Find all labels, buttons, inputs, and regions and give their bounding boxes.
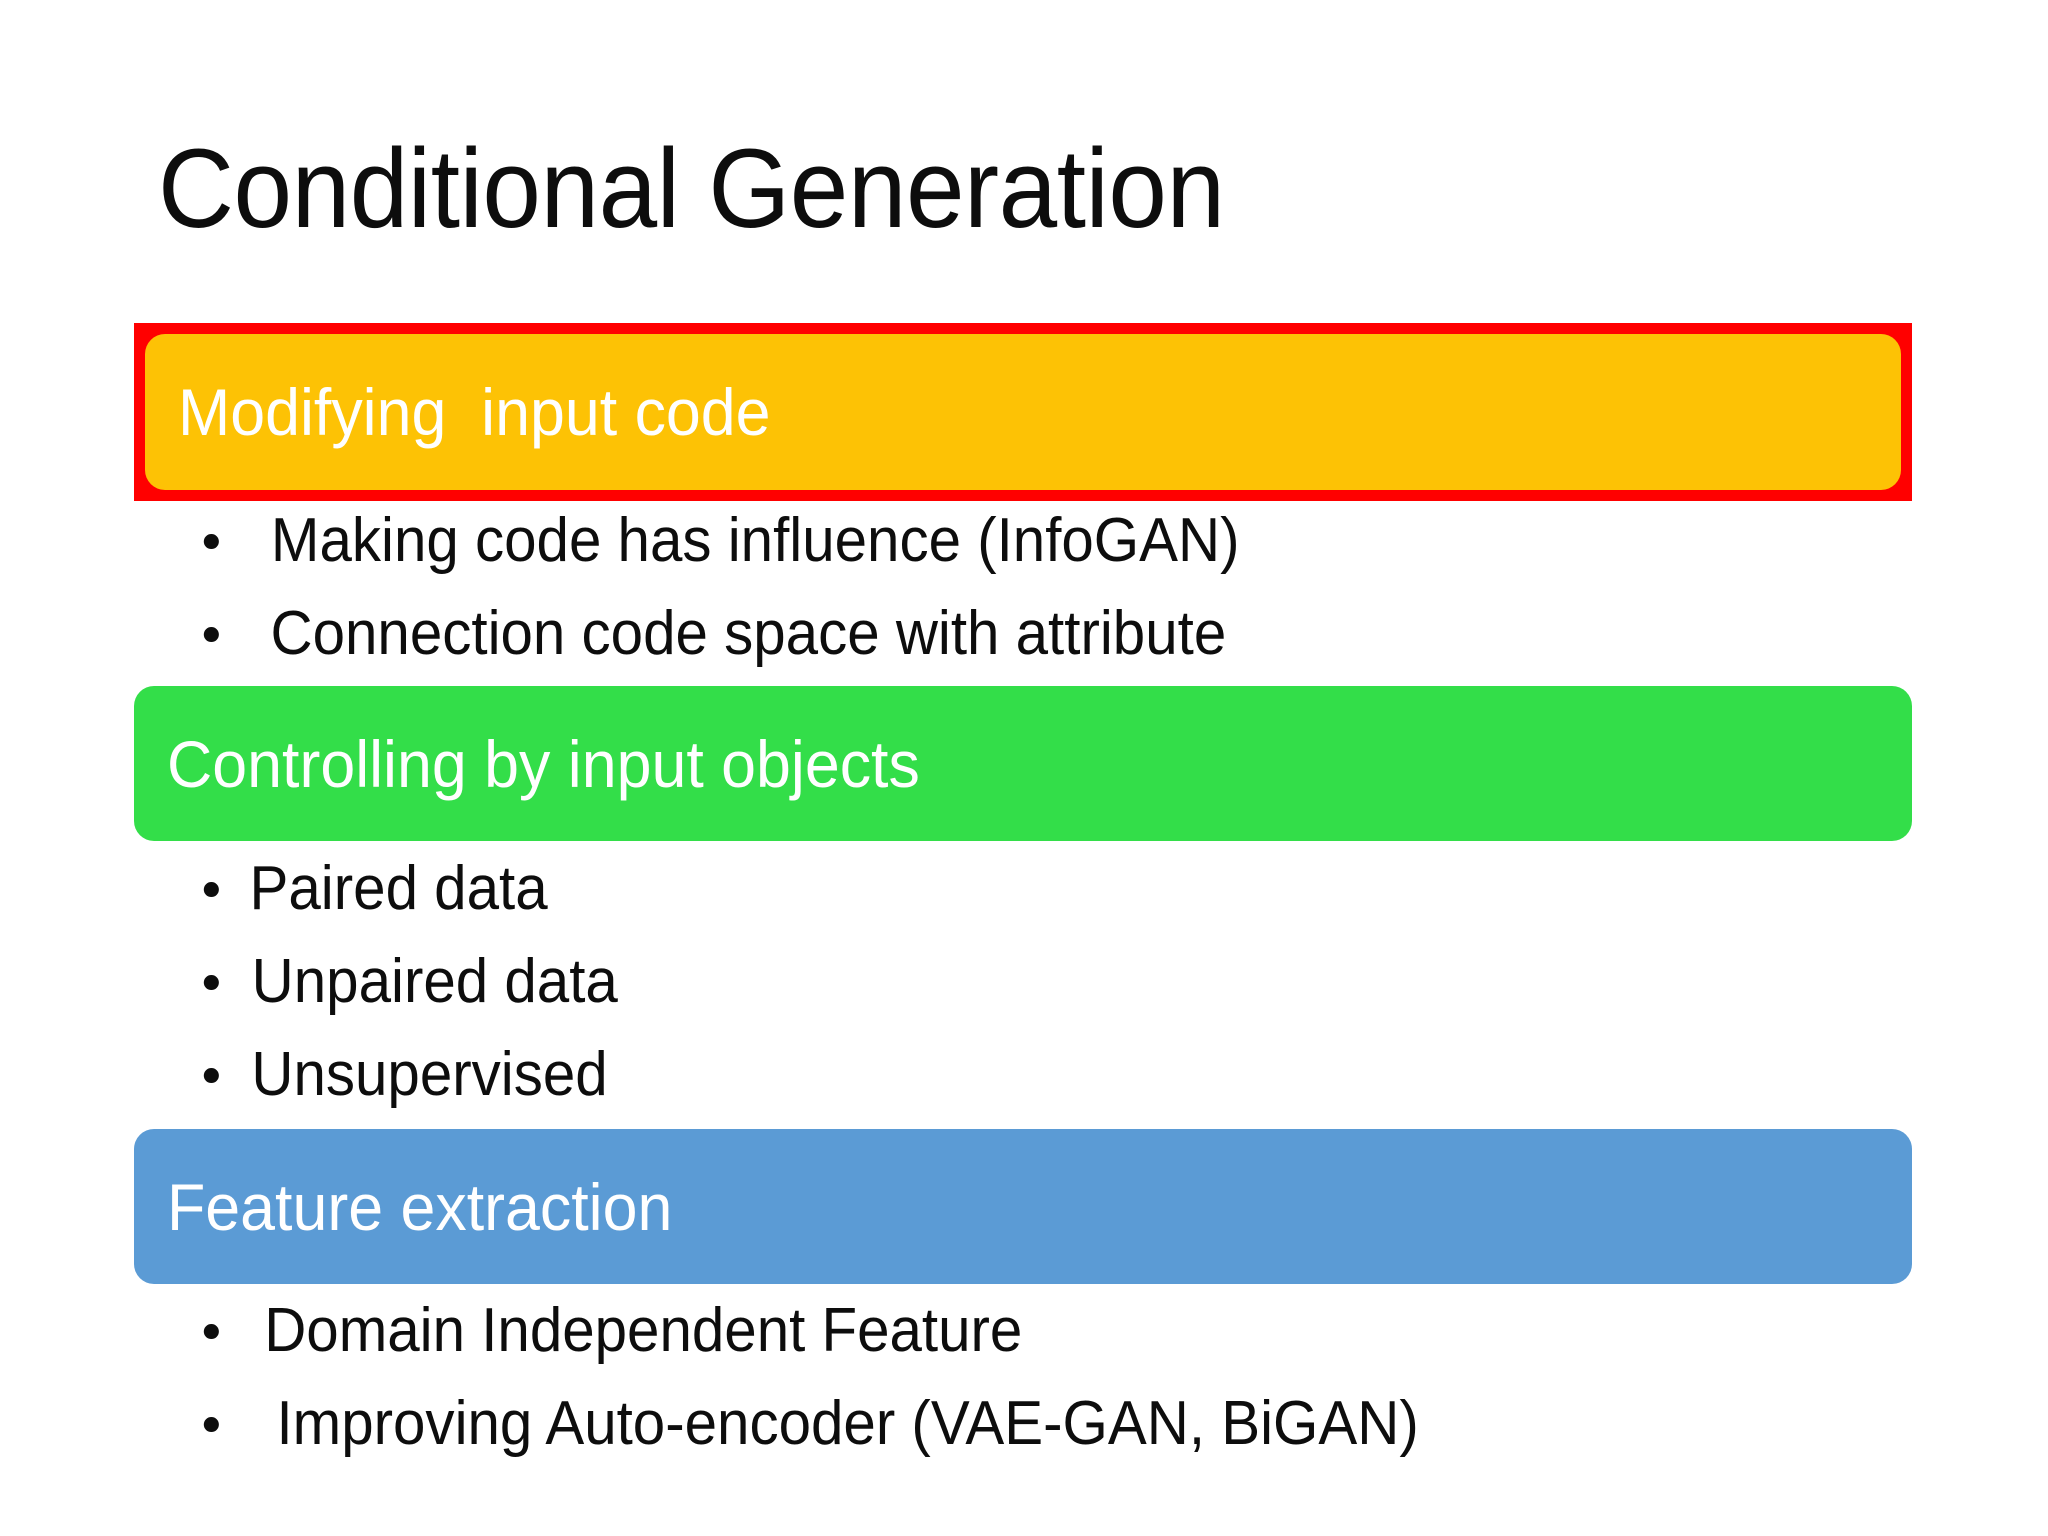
bullet-list-controlling: • Paired data • Unpaired data • Unsuperv… [196,858,630,1137]
list-item: • Connection code space with attribute [196,603,1270,696]
bullet-dot-icon: • [196,955,227,1015]
section-header-wrap-controlling: Controlling by input objects [134,686,1912,841]
bullet-dot-icon: • [196,514,227,574]
list-item: • Unpaired data [196,951,630,1044]
section-header-feature[interactable]: Feature extraction [134,1129,1912,1284]
bullet-list-modifying: • Making code has influence (InfoGAN) • … [196,510,1270,696]
list-item: • Improving Auto-encoder (VAE-GAN, BiGAN… [196,1393,1455,1486]
section-header-controlling[interactable]: Controlling by input objects [134,686,1912,841]
bullet-text: Paired data [249,854,548,923]
section-header-highlight-modifying: Modifying input code [134,323,1912,501]
bullet-dot-icon: • [196,1397,227,1457]
section-header-label-modifying: Modifying input code [178,375,771,449]
section-header-label-controlling: Controlling by input objects [167,726,920,801]
bullet-text: Unpaired data [251,947,618,1016]
list-item: • Domain Independent Feature [196,1300,1455,1393]
bullet-dot-icon: • [196,1304,227,1364]
bullet-text: Improving Auto-encoder (VAE-GAN, BiGAN) [276,1389,1419,1458]
list-item: • Paired data [196,858,630,951]
bullet-text: Making code has influence (InfoGAN) [270,506,1240,575]
page-title: Conditional Generation [158,126,1225,251]
bullet-text: Domain Independent Feature [264,1296,1023,1365]
section-header-label-feature: Feature extraction [167,1169,673,1244]
list-item: • Unsupervised [196,1044,630,1137]
bullet-list-feature: • Domain Independent Feature • Improving… [196,1300,1455,1486]
bullet-dot-icon: • [196,607,227,667]
section-header-wrap-feature: Feature extraction [134,1129,1912,1284]
section-header-modifying[interactable]: Modifying input code [145,334,1901,490]
bullet-text: Unsupervised [251,1040,608,1109]
bullet-dot-icon: • [196,1048,227,1108]
bullet-dot-icon: • [196,862,227,922]
bullet-text: Connection code space with attribute [270,599,1227,668]
list-item: • Making code has influence (InfoGAN) [196,510,1270,603]
